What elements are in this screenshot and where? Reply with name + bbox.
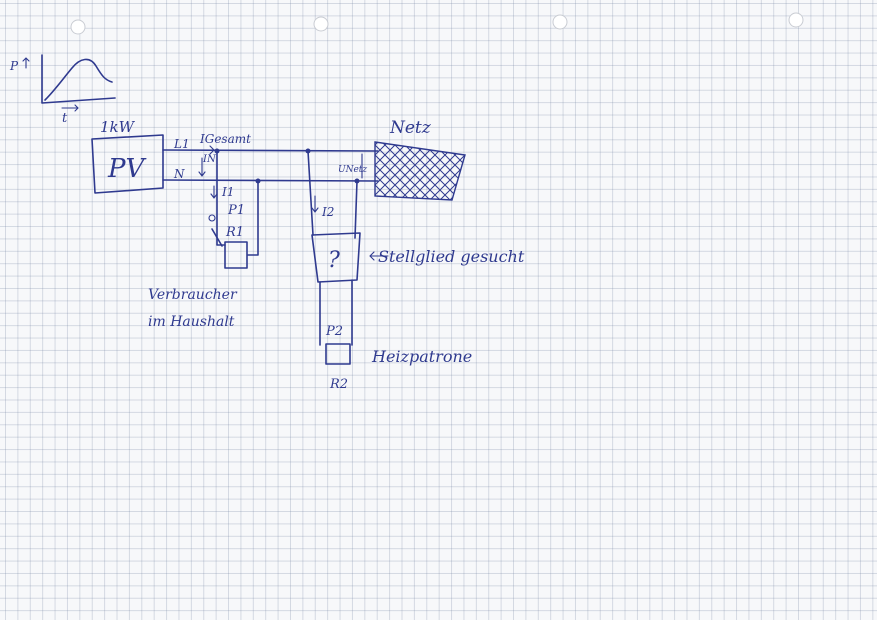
load-1-resistor bbox=[224, 241, 248, 269]
load-1-branch: I1 P1 R1 Verbraucher im Haushalt bbox=[148, 148, 261, 330]
wire-n-label: N bbox=[173, 167, 185, 181]
power-time-graph: P t bbox=[9, 54, 116, 126]
load-1-wire-n bbox=[247, 180, 259, 256]
y-arrow-icon bbox=[22, 57, 30, 69]
current-arrow-icon bbox=[210, 185, 218, 199]
grid-voltage-label: UNetz bbox=[338, 165, 367, 175]
load-1-current: I1 bbox=[221, 185, 234, 199]
punch-hole bbox=[788, 12, 804, 28]
grid-connection: Netz UNetz bbox=[338, 118, 466, 201]
pv-label: PV bbox=[107, 154, 146, 184]
pointer-arrow-icon bbox=[369, 251, 389, 261]
controller-branch: I2 ? Stellglied gesucht P2 Heizpatrone R… bbox=[305, 148, 525, 392]
punch-hole bbox=[552, 14, 568, 30]
wire-n bbox=[162, 179, 379, 182]
heater-caption: Heizpatrone bbox=[371, 347, 472, 366]
graph-axes bbox=[41, 54, 116, 104]
current-arrow-icon bbox=[311, 195, 319, 213]
graph-curve bbox=[44, 58, 113, 101]
switch-contact bbox=[208, 214, 216, 222]
wire-l1 bbox=[162, 149, 379, 152]
x-arrow-icon bbox=[61, 104, 79, 112]
controller-current: I2 bbox=[321, 205, 334, 219]
controller-wire-l bbox=[307, 150, 314, 236]
pv-source: 1kW PV bbox=[91, 118, 164, 194]
wire-l1-label: L1 bbox=[173, 137, 190, 151]
controller-box bbox=[311, 232, 361, 283]
pv-power-label: 1kW bbox=[100, 118, 136, 136]
load-1-caption-line1: Verbraucher bbox=[148, 287, 238, 303]
pv-box bbox=[91, 134, 164, 194]
load-1-resistance: R1 bbox=[225, 225, 244, 240]
current-arrow-icon bbox=[195, 145, 215, 155]
load-1-power: P1 bbox=[227, 203, 245, 218]
current-total-label: IGesamt bbox=[199, 132, 251, 146]
graph-x-label: t bbox=[62, 111, 68, 126]
heater-resistor bbox=[325, 343, 351, 365]
heater-resistance: R2 bbox=[329, 377, 348, 392]
load-1-caption-line2: im Haushalt bbox=[148, 314, 235, 330]
controller-symbol: ? bbox=[328, 248, 340, 273]
grid-label: Netz bbox=[389, 118, 432, 138]
current-n-label: IN bbox=[202, 154, 217, 165]
heater-power: P2 bbox=[325, 324, 343, 339]
controller-caption: Stellglied gesucht bbox=[378, 247, 525, 266]
main-wires: L1 IGesamt N IN bbox=[162, 132, 379, 182]
controller-wire-n bbox=[354, 180, 358, 239]
grid-hatched-area bbox=[374, 141, 466, 201]
punch-hole bbox=[70, 19, 86, 35]
graph-y-label: P bbox=[9, 59, 19, 73]
heater-wires bbox=[319, 279, 353, 346]
current-arrow-icon bbox=[198, 157, 206, 177]
punch-hole bbox=[313, 16, 329, 32]
switch-lever bbox=[211, 228, 223, 247]
